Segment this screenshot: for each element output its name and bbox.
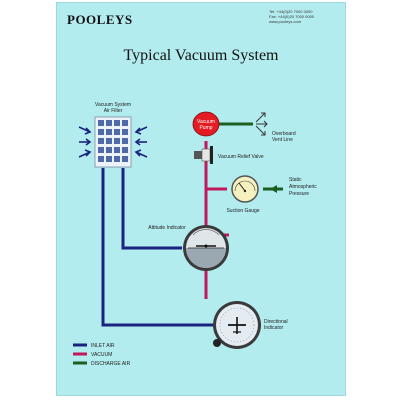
suction-gauge — [231, 175, 259, 203]
static-pressure-label-line: Pressure — [289, 191, 309, 197]
contact-line: Fax: +44(0)20 7000 0000 — [269, 14, 315, 19]
legend-label: INLET AIR — [91, 343, 115, 349]
suction-gauge-label: Suction Gauge — [226, 208, 259, 214]
inlet-pipe-filter-to-ai — [121, 168, 182, 250]
brand-logo: POOLEYS — [67, 12, 133, 27]
vacuum-system-poster: POOLEYS Tel: +44(0)20 7000 0000 Fax: +44… — [56, 2, 346, 396]
vacuum-pump: Vacuum Pump — [192, 111, 220, 137]
overboard-label-line: Vent Line — [272, 137, 293, 143]
poster-title: Typical Vacuum System — [123, 47, 279, 64]
relief-valve-label: Vacuum Relief Valve — [218, 154, 264, 160]
directional-indicator-label-line: Directional — [264, 319, 288, 325]
contact-line: www.pooleys.com — [269, 19, 302, 24]
vacuum-relief-valve — [194, 146, 213, 164]
vacuum-pipes — [204, 141, 229, 299]
pump-label-line: Pump — [199, 125, 212, 131]
overboard-vent-arrows — [255, 112, 268, 136]
legend-label: DISCHARGE AIR — [91, 361, 131, 367]
contact-info: Tel: +44(0)20 7000 0000 Fax: +44(0)20 70… — [269, 9, 339, 24]
static-pressure-label-line: Static — [289, 177, 302, 183]
pump-label-line: Vacuum — [197, 119, 215, 125]
overboard-label-line: Overboard — [272, 131, 296, 137]
filter-label-line: Vacuum System — [95, 102, 131, 108]
inlet-air-pipes — [101, 168, 215, 327]
inlet-pipe-filter-to-di — [101, 168, 215, 327]
directional-indicator — [213, 301, 261, 349]
static-pressure-label-line: Atmospheric — [289, 184, 317, 190]
contact-line: Tel: +44(0)20 7000 0000 — [269, 9, 313, 14]
legend-label: VACUUM — [91, 352, 112, 358]
attitude-indicator-label: Attitude Indicator — [148, 225, 186, 231]
air-filter — [94, 116, 132, 168]
vacuum-system-diagram: Vacuum Pump — [73, 102, 317, 367]
directional-indicator-label-line: Indicator — [264, 325, 284, 331]
attitude-indicator — [183, 225, 229, 271]
static-pressure-arrow — [270, 185, 277, 193]
legend: INLET AIR VACUUM DISCHARGE AIR — [73, 343, 131, 367]
filter-label-line: Air Filter — [104, 108, 123, 114]
filter-inlet-arrows — [78, 126, 148, 158]
